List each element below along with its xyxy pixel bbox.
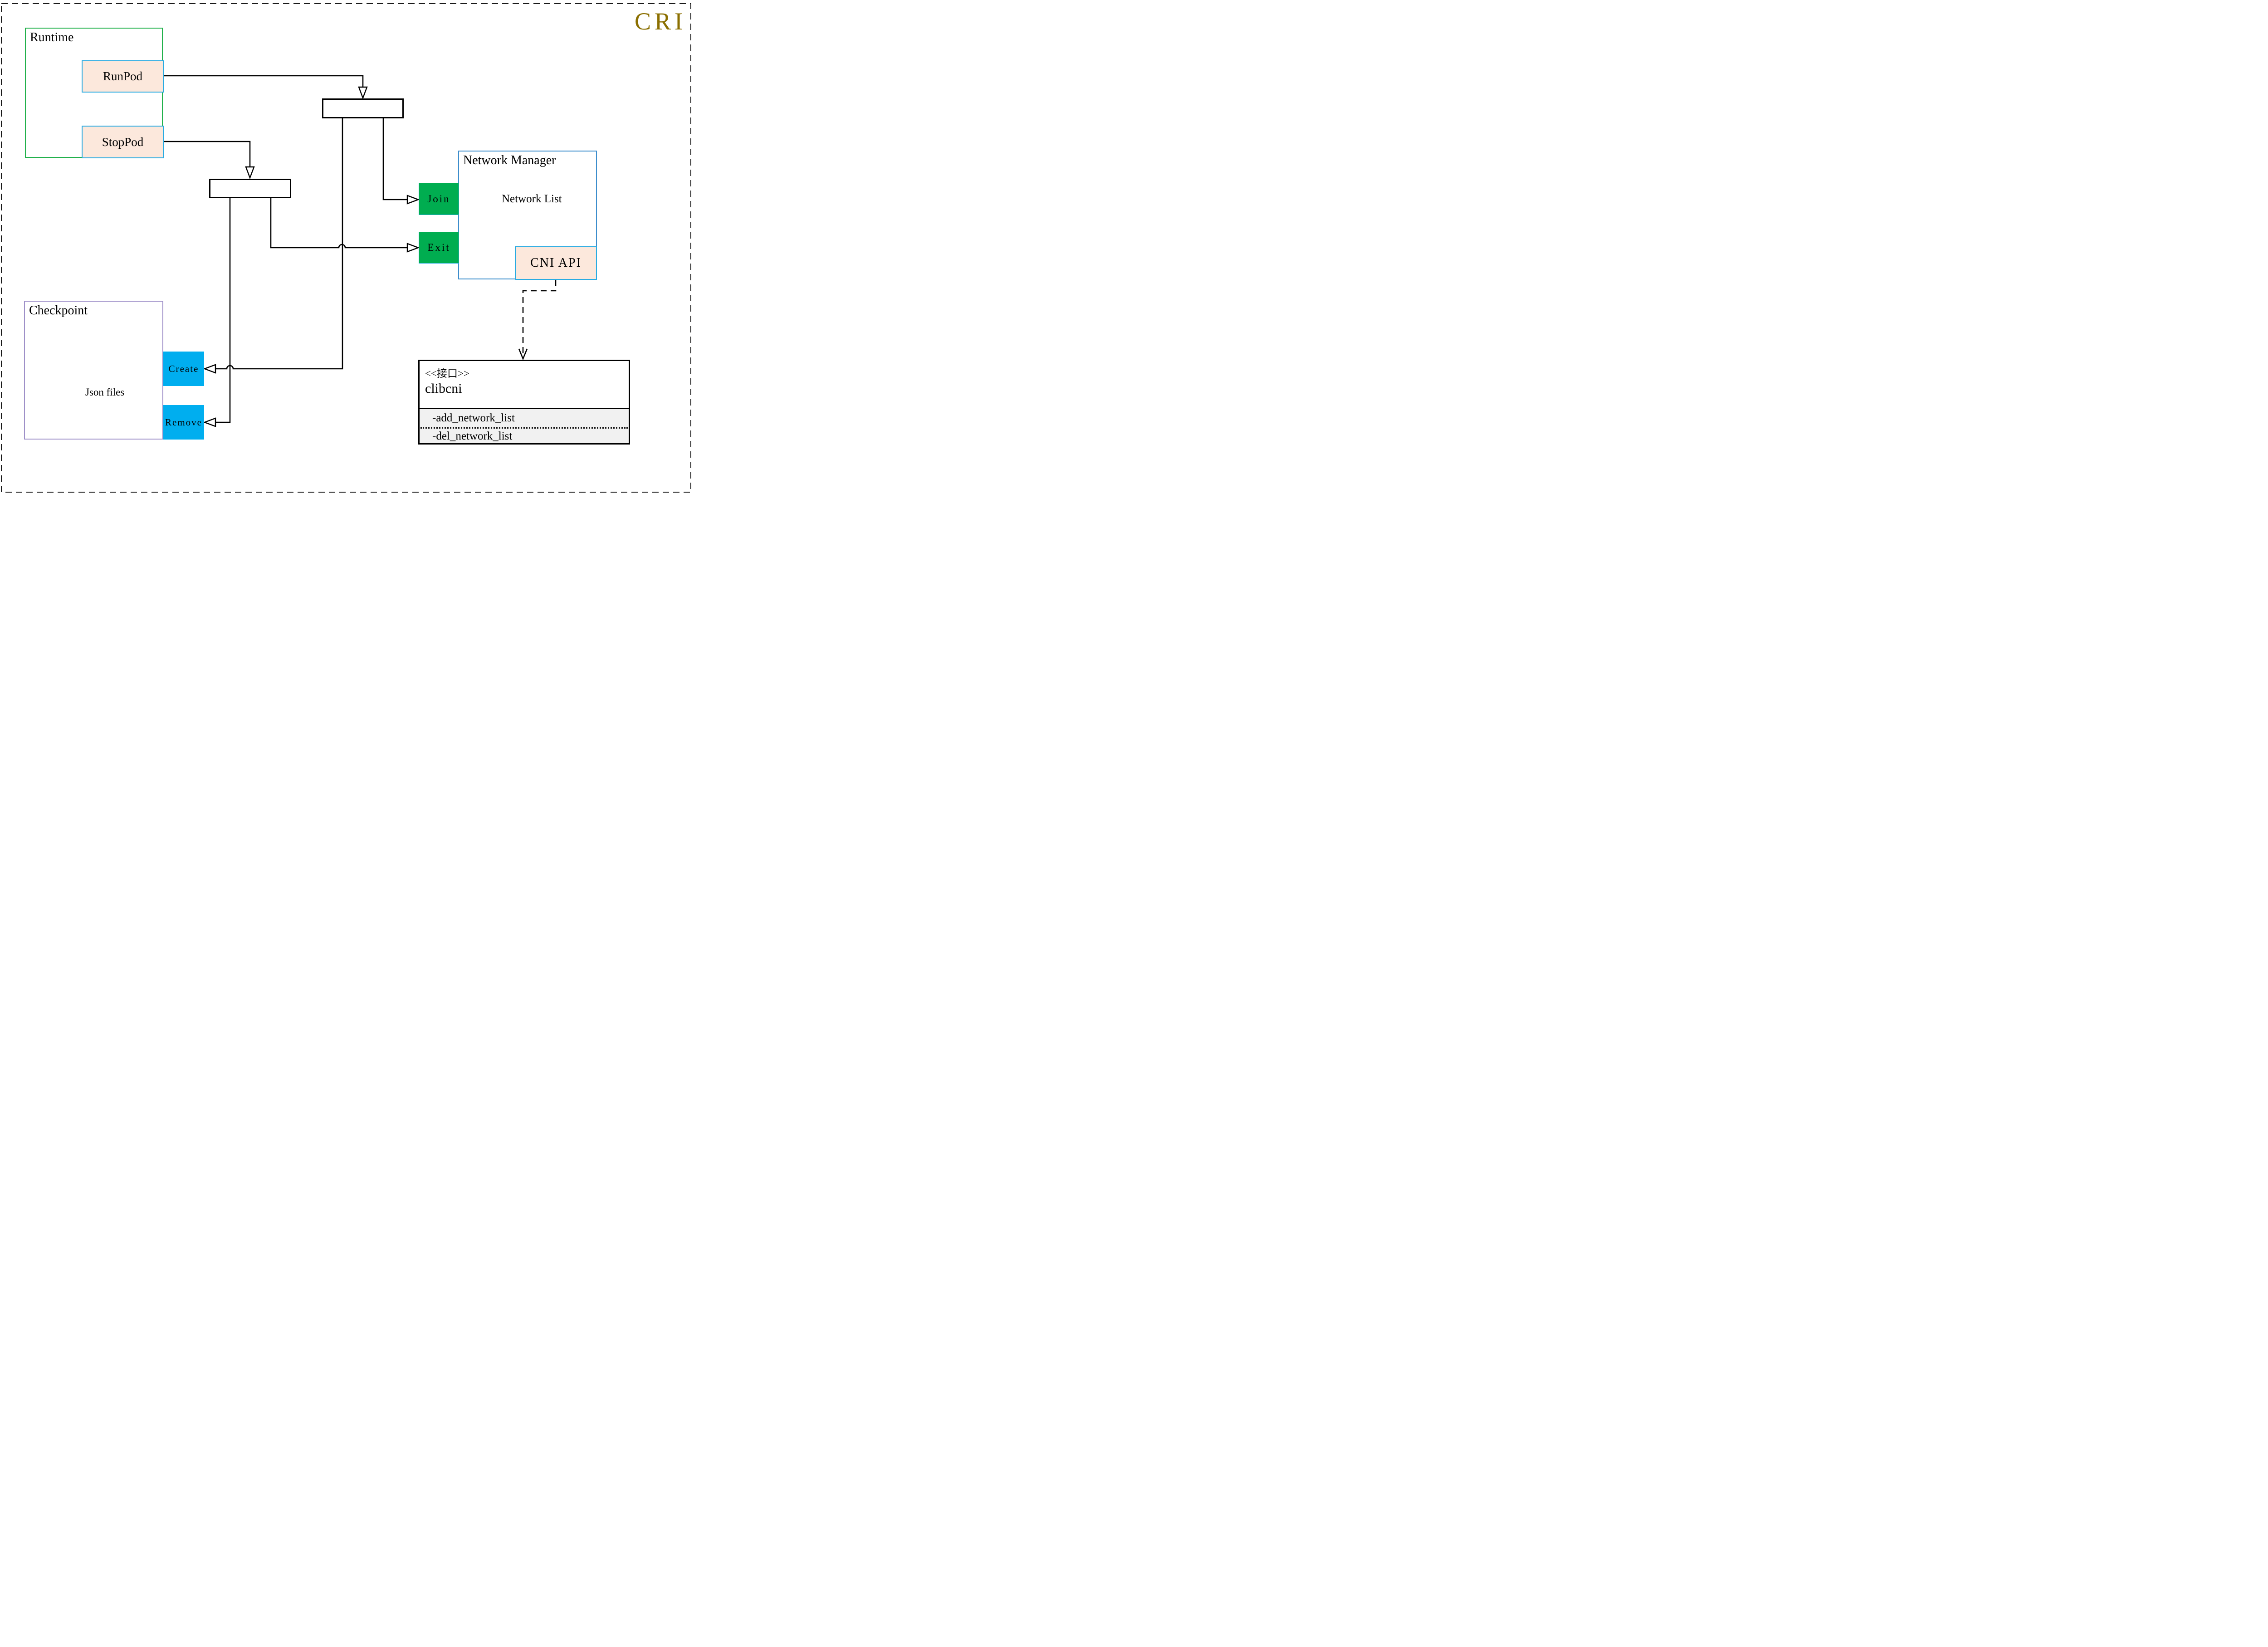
arrowhead-left-icon xyxy=(203,364,216,374)
clibcni-title-section: <<接口>> clibcni xyxy=(420,361,629,408)
clibcni-method-add: -add_network_list xyxy=(432,412,515,424)
connector-stoppod-to-podrect xyxy=(164,141,251,167)
cni-api-label: CNI API xyxy=(530,256,582,270)
create-op: Create xyxy=(163,352,204,386)
cni-api-box: CNI API xyxy=(515,246,597,280)
exit-port: Exit xyxy=(419,232,459,264)
connector-podrect-to-create xyxy=(216,118,343,370)
diagram-canvas: CRI Runtime RunPod StopPod Network Manag… xyxy=(0,0,703,494)
join-label: Join xyxy=(427,193,450,205)
diagram-title: CRI xyxy=(634,8,686,35)
checkpoint-box: Checkpoint xyxy=(24,301,163,440)
pod-process-rect-mid xyxy=(209,179,291,198)
arrowhead-down-icon xyxy=(358,86,368,100)
connector-cniapi-to-clibcni xyxy=(522,280,557,357)
json-files-label: Json files xyxy=(85,386,125,398)
connector-podrect-to-exit xyxy=(270,198,407,249)
arrowhead-open-v-icon xyxy=(518,348,528,361)
remove-op: Remove xyxy=(163,405,204,440)
pod-process-rect-top xyxy=(322,98,404,118)
page-border xyxy=(1,3,691,493)
runpod-label: RunPod xyxy=(103,69,143,83)
clibcni-interface-box: <<接口>> clibcni -add_network_list -del_ne… xyxy=(418,360,630,445)
connector-podrect-to-remove xyxy=(216,198,231,423)
clibcni-stereotype: <<接口>> xyxy=(425,368,469,379)
exit-label: Exit xyxy=(427,242,450,253)
clibcni-name: clibcni xyxy=(425,381,462,396)
clibcni-attr-section: -add_network_list -del_network_list xyxy=(420,408,629,443)
arrowhead-right-icon xyxy=(406,243,420,253)
network-manager-label: Network Manager xyxy=(463,153,556,167)
connector-podrect-to-join xyxy=(382,118,407,200)
arrowhead-left-icon xyxy=(203,417,216,427)
arrowhead-down-icon xyxy=(245,166,255,180)
join-port: Join xyxy=(419,183,459,215)
clibcni-method-del: -del_network_list xyxy=(432,430,513,442)
arrowhead-right-icon xyxy=(406,195,420,205)
remove-label: Remove xyxy=(165,416,202,428)
stoppod-label: StopPod xyxy=(102,135,144,149)
stoppod-button: StopPod xyxy=(82,126,164,158)
runpod-button: RunPod xyxy=(82,60,164,93)
runtime-label: Runtime xyxy=(30,30,74,44)
connector-runpod-to-podrect xyxy=(164,75,364,88)
checkpoint-label: Checkpoint xyxy=(29,303,88,318)
clibcni-method-divider xyxy=(420,427,628,429)
create-label: Create xyxy=(168,363,199,374)
network-list-label: Network List xyxy=(502,193,562,205)
